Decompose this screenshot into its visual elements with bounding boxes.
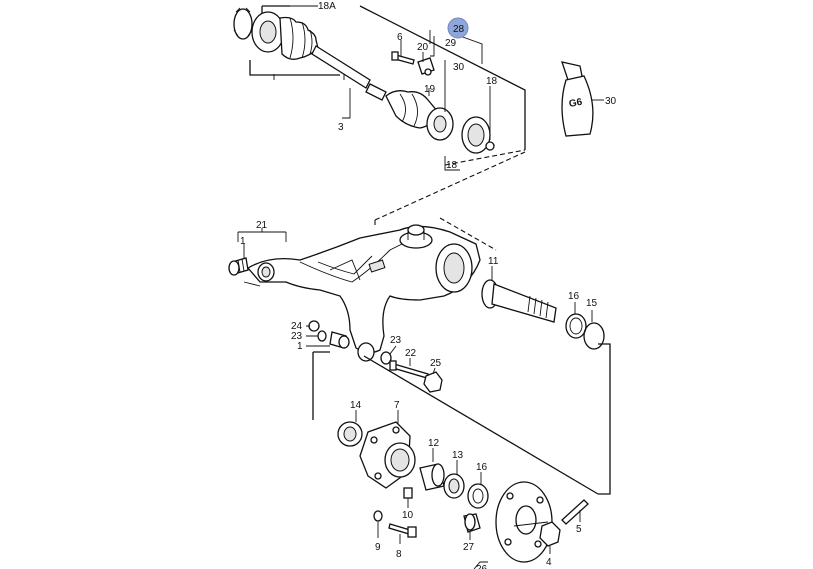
label-7[interactable]: 7	[394, 400, 400, 411]
washer-23-right[interactable]	[380, 351, 392, 365]
stub-axle-11[interactable]	[481, 279, 557, 323]
label-27[interactable]: 27	[463, 542, 475, 553]
label-16-lower[interactable]: 16	[476, 462, 488, 473]
label-13[interactable]: 13	[452, 450, 464, 461]
bolt-8[interactable]	[388, 523, 417, 538]
label-10[interactable]: 10	[402, 510, 414, 521]
label-25[interactable]: 25	[430, 358, 442, 369]
brake-drum-hub[interactable]	[495, 481, 553, 563]
label-19[interactable]: 19	[424, 84, 436, 95]
seal-16-lower[interactable]	[467, 483, 489, 509]
label-16-upper[interactable]: 16	[568, 291, 580, 302]
label-11[interactable]: 11	[488, 256, 499, 267]
label-1-upper[interactable]: 1	[240, 236, 246, 247]
hub-nut-27[interactable]	[463, 513, 481, 533]
clamp-ring-18a[interactable]	[233, 7, 253, 40]
castle-nut-4[interactable]	[539, 521, 561, 547]
trailing-arm[interactable]	[247, 224, 481, 362]
label-12[interactable]: 12	[428, 438, 440, 449]
label-15[interactable]: 15	[586, 298, 598, 309]
label-1-lower[interactable]: 1	[297, 341, 303, 352]
outer-cv-joint[interactable]	[251, 11, 285, 53]
label-26[interactable]: 26	[476, 564, 488, 569]
label-9[interactable]: 9	[375, 542, 381, 553]
label-6[interactable]: 6	[397, 32, 403, 43]
bearing-13[interactable]	[443, 473, 465, 499]
seal-16-upper[interactable]	[565, 313, 587, 339]
label-28[interactable]: 28	[453, 24, 465, 35]
hub-assembly-box	[312, 343, 611, 495]
highlight-marker-28[interactable]	[447, 17, 469, 39]
drive-shaft[interactable]	[311, 45, 387, 101]
wheel-bearing-housing-7[interactable]	[359, 421, 416, 489]
bushing-1-upper[interactable]	[228, 257, 249, 276]
label-14[interactable]: 14	[350, 400, 362, 411]
label-23-right[interactable]: 23	[390, 335, 402, 346]
label-20[interactable]: 20	[417, 42, 429, 53]
label-24[interactable]: 24	[291, 321, 303, 332]
bolt-6[interactable]	[391, 51, 415, 65]
label-18-upper[interactable]: 18	[486, 76, 498, 87]
circlip-15[interactable]	[583, 322, 605, 350]
grease-tube[interactable]: G6	[561, 61, 604, 137]
bearing-14[interactable]	[337, 421, 363, 447]
grease-tube-label: G6	[568, 97, 583, 110]
label-30-tube[interactable]: 30	[605, 96, 617, 107]
callout-labels: 18A 28 29 6 20 30 18 19 3 18 30 21 1 11 …	[240, 1, 617, 569]
label-18-lower[interactable]: 18	[446, 160, 458, 171]
nut-25[interactable]	[423, 371, 443, 393]
label-30-upper[interactable]: 30	[453, 62, 465, 73]
label-21[interactable]: 21	[256, 220, 268, 231]
cotter-pin-5[interactable]	[561, 499, 589, 525]
outer-boot[interactable]	[279, 16, 319, 60]
nut-24[interactable]	[308, 320, 320, 332]
washer-9[interactable]	[373, 510, 383, 522]
spacer-12[interactable]	[419, 463, 445, 491]
pin-10[interactable]	[403, 487, 413, 499]
label-23-left[interactable]: 23	[291, 331, 303, 342]
lock-plate-20[interactable]	[417, 57, 435, 76]
label-3[interactable]: 3	[338, 122, 344, 133]
inner-cv-joint-28[interactable]	[461, 116, 495, 154]
label-18a[interactable]: 18A	[318, 1, 336, 12]
label-5[interactable]: 5	[576, 524, 582, 535]
label-22[interactable]: 22	[405, 348, 417, 359]
label-4[interactable]: 4	[546, 557, 552, 568]
label-8[interactable]: 8	[396, 549, 402, 560]
bolt-22[interactable]	[389, 360, 429, 379]
boot-cap-19[interactable]	[426, 107, 454, 141]
label-29[interactable]: 29	[445, 38, 457, 49]
washer-23-left[interactable]	[317, 330, 327, 342]
drive-shaft-assembly	[233, 5, 526, 221]
bushing-1-lower[interactable]	[329, 331, 350, 349]
